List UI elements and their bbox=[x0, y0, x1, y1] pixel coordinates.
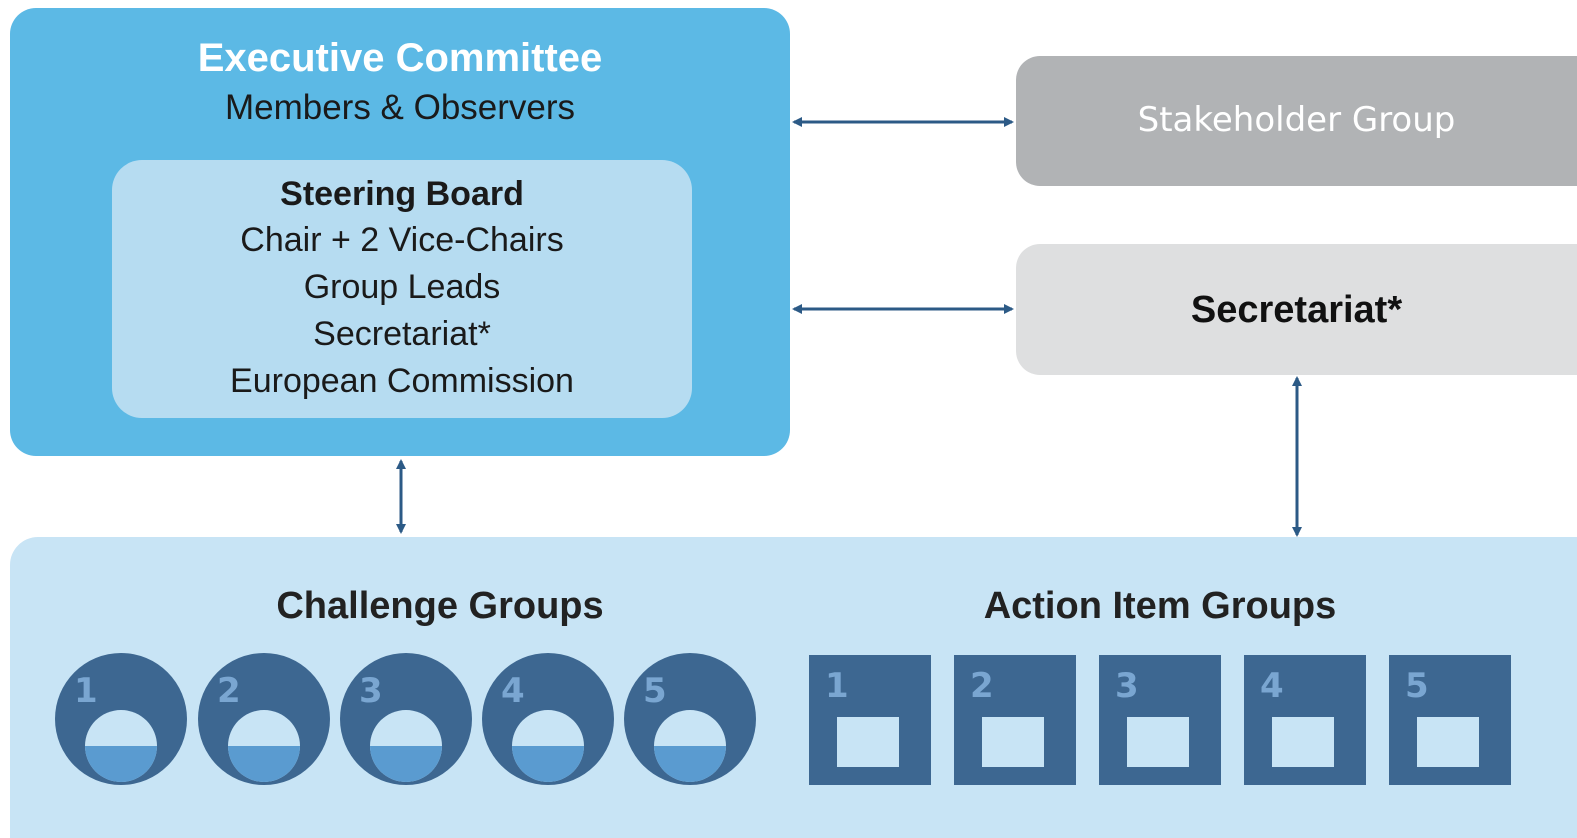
challenge-group-water bbox=[85, 746, 157, 782]
challenge-group-water bbox=[654, 746, 726, 782]
action-item-group-icon: 5 bbox=[1389, 655, 1511, 785]
action-item-inner bbox=[1127, 717, 1189, 767]
action-item-group-number: 3 bbox=[1115, 666, 1139, 706]
challenge-group-number: 2 bbox=[217, 671, 241, 711]
secretariat-box: Secretariat* bbox=[1016, 244, 1577, 375]
action-item-group-icon: 1 bbox=[809, 655, 931, 785]
action-item-groups-title: Action Item Groups bbox=[983, 585, 1337, 627]
steering-board-title: Steering Board bbox=[280, 175, 524, 213]
challenge-group-water bbox=[370, 746, 442, 782]
challenge-group-water bbox=[512, 746, 584, 782]
action-item-group-number: 1 bbox=[825, 666, 849, 706]
challenge-group-water bbox=[228, 746, 300, 782]
executive-committee-box: Executive Committee Members & Observers … bbox=[10, 8, 790, 456]
action-item-group-icon: 3 bbox=[1099, 655, 1221, 785]
action-item-inner bbox=[837, 717, 899, 767]
challenge-group-number: 5 bbox=[643, 671, 667, 711]
stakeholder-group-label: Stakeholder Group bbox=[1137, 100, 1456, 140]
challenge-group-icon: 2 bbox=[198, 653, 330, 785]
challenge-group-number: 3 bbox=[359, 671, 383, 711]
challenge-group-icon: 4 bbox=[482, 653, 614, 785]
stakeholder-group-box: Stakeholder Group bbox=[1016, 56, 1577, 186]
challenge-group-icon: 3 bbox=[340, 653, 472, 785]
challenge-group-icon: 1 bbox=[55, 653, 187, 785]
action-item-group-icon: 2 bbox=[954, 655, 1076, 785]
action-item-group-number: 4 bbox=[1260, 666, 1284, 706]
challenge-groups-title: Challenge Groups bbox=[276, 585, 604, 627]
action-item-inner bbox=[982, 717, 1044, 767]
action-item-group-number: 5 bbox=[1405, 666, 1429, 706]
steering-board-line: Secretariat* bbox=[313, 315, 491, 353]
steering-board-line: Chair + 2 Vice-Chairs bbox=[240, 221, 564, 259]
action-item-group-number: 2 bbox=[970, 666, 994, 706]
action-item-group-icon: 4 bbox=[1244, 655, 1366, 785]
challenge-group-number: 1 bbox=[74, 671, 98, 711]
action-item-inner bbox=[1272, 717, 1334, 767]
secretariat-label: Secretariat* bbox=[1190, 289, 1403, 331]
action-item-inner bbox=[1417, 717, 1479, 767]
steering-board-line: European Commission bbox=[230, 362, 574, 400]
challenge-group-number: 4 bbox=[501, 671, 525, 711]
steering-board-box: Steering Board Chair + 2 Vice-Chairs Gro… bbox=[112, 160, 692, 418]
executive-committee-subtitle: Members & Observers bbox=[224, 88, 576, 127]
steering-board-line: Group Leads bbox=[303, 268, 501, 306]
challenge-group-icon: 5 bbox=[624, 653, 756, 785]
executive-committee-title: Executive Committee bbox=[197, 36, 603, 80]
